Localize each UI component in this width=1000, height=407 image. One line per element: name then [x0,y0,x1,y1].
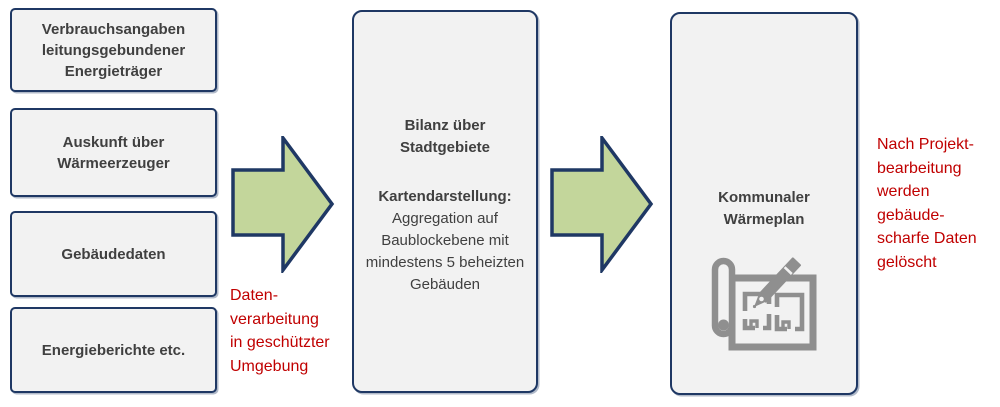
source-box-label: Verbrauchsangaben leitungsgebundener Ene… [41,20,186,80]
map-display-text: Aggregation auf Baublockebene mit mindes… [365,210,525,293]
note-line: gebäude- [877,206,945,224]
source-box-energieberichte: Energieberichte etc. [10,307,217,393]
note-line: verarbeitung [230,310,319,328]
source-box-verbrauchsangaben: Verbrauchsangaben leitungsgebundener Ene… [10,8,217,92]
note-line: in geschützter [230,334,330,351]
result-box: Kommunaler Wärmeplan [670,12,858,395]
note-line: Daten- [230,287,279,304]
blueprint-pencil-icon [711,257,817,351]
note-line: werden [877,183,930,200]
right-arrow-icon [550,136,654,273]
result-title: Kommunaler Wärmeplan [718,189,810,228]
note-line: bearbeitung [877,159,962,177]
source-box-label: Auskunft über Wärmeerzeuger [57,133,170,172]
right-arrow-icon [231,136,335,273]
note-line: gelöscht [877,253,937,271]
source-box-label: Gebäudedaten [61,245,166,263]
note-data-processing: Daten- verarbeitung in geschützter Umgeb… [230,284,348,378]
balance-box: Bilanz über Stadtgebiete Kartendarstellu… [352,10,538,393]
note-line: Umgebung [230,357,309,375]
note-line: Nach Projekt- [877,136,974,153]
source-box-label: Energieberichte etc. [41,341,186,359]
source-box-gebaeudedaten: Gebäudedaten [10,211,217,297]
map-display-heading: Kartendarstellung: [378,188,512,205]
note-data-deletion: Nach Projekt- bearbeitung werden gebäude… [877,133,1000,274]
balance-title: Bilanz über Stadtgebiete [399,117,490,156]
source-box-waermeerzeuger: Auskunft über Wärmeerzeuger [10,108,217,197]
note-line: scharfe Daten [877,230,977,247]
